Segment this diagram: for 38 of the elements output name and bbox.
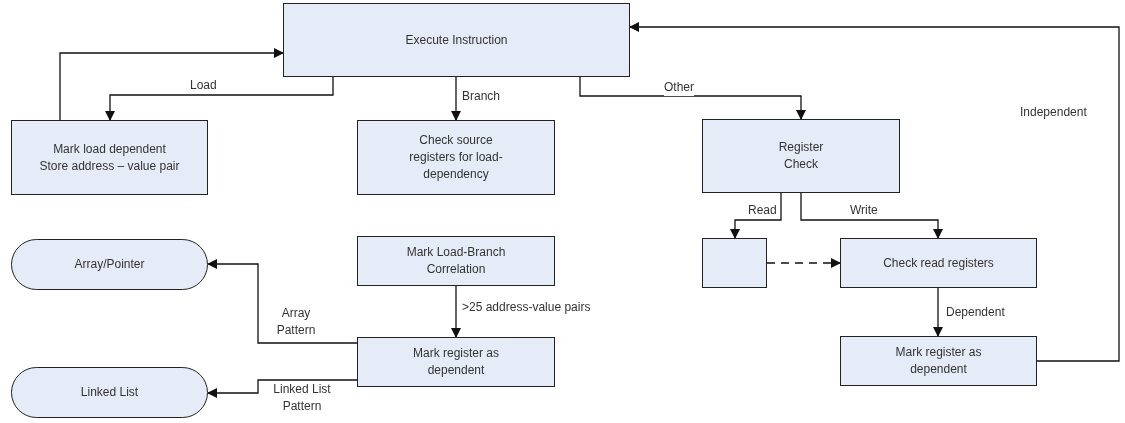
edge-label: Other [664,79,694,96]
arrow [730,192,782,239]
node-text: Array/Pointer [74,256,145,273]
process-box [357,236,555,286]
node-text: Check source registers for load-dependency [408,132,504,183]
process-box [840,336,1037,386]
edge-label: >25 address-value pairs [462,299,591,316]
process-box [840,238,1037,288]
arrow [207,259,358,344]
terminal-box [11,239,208,290]
arrow [933,287,943,337]
arrow [579,76,806,120]
arrow [451,76,461,121]
arrow [451,285,461,338]
dashed-arrow [766,258,841,268]
arrow [105,76,334,121]
terminal-box [11,367,208,418]
arrow [629,22,1120,362]
arrow [800,192,943,239]
edge-label: Dependent [946,304,1005,321]
node-text: Execute Instruction [405,31,508,49]
edge-label: Independent [1020,104,1087,121]
node-text: Mark Load-Branch Correlation [405,244,507,278]
node-text: Register Check [777,139,825,173]
node-text: Mark register as dependent [894,344,983,378]
process-box [357,337,555,387]
process-box [357,120,555,195]
node-text: Linked List [80,384,139,401]
node-text: Mark load dependent [53,140,166,158]
node-text: Store address – value pair [39,157,180,175]
empty-box [702,238,767,288]
arrow [59,48,284,121]
node-text: Mark register as dependent [412,345,500,379]
process-box [702,119,900,193]
process-box [283,3,630,77]
node-text: Check read registers [883,254,994,272]
arrow [207,379,358,398]
process-box [11,120,208,195]
